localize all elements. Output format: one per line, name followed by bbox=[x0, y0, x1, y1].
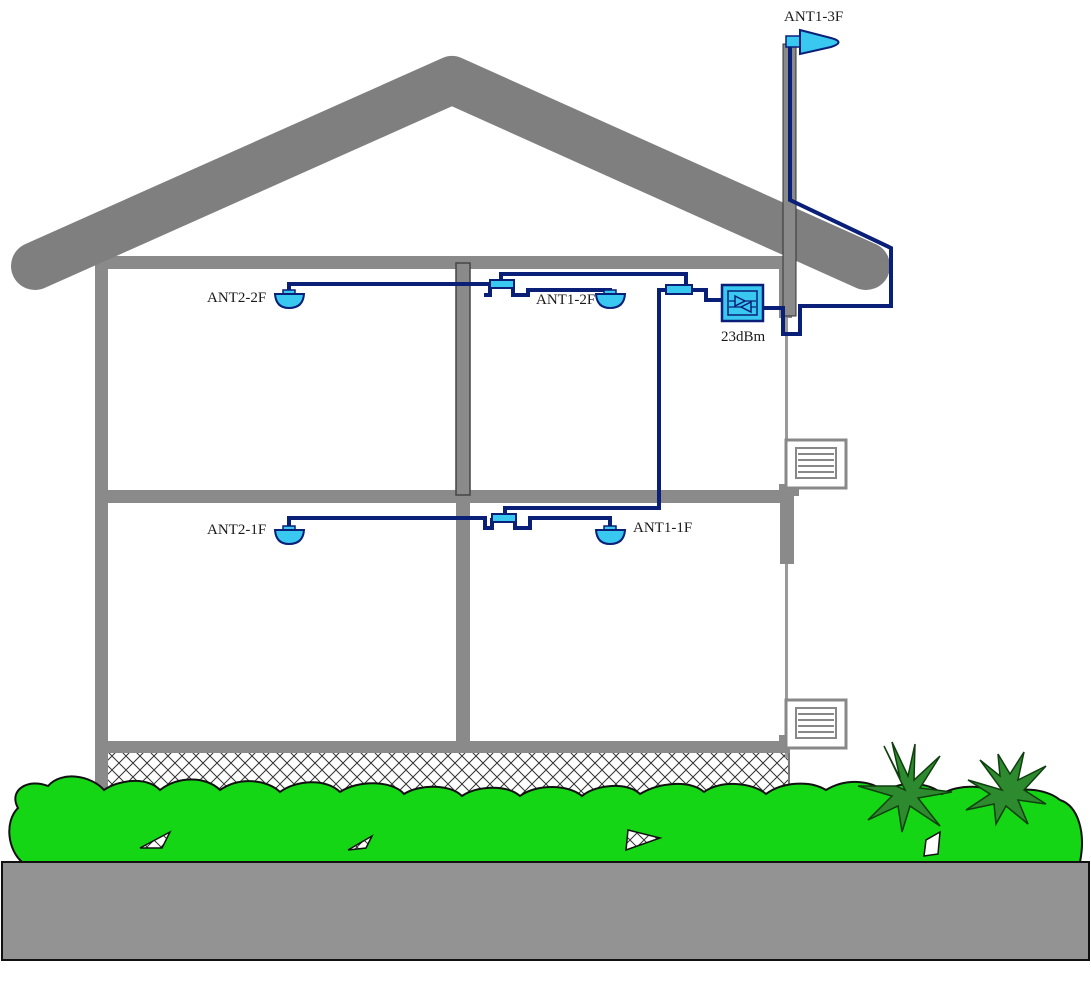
coax-cables bbox=[287, 38, 893, 530]
cable-amp-out bbox=[762, 306, 785, 318]
splitter-2f-main bbox=[665, 284, 693, 295]
cable-trunk bbox=[503, 288, 668, 514]
ceiling-beam bbox=[100, 256, 785, 269]
ant2-2f-icon bbox=[273, 289, 306, 310]
ant1-2f-icon bbox=[594, 289, 627, 310]
label-ant1-3f: ANT1-3F bbox=[784, 9, 843, 25]
spiky-plant-left bbox=[857, 741, 953, 833]
floor-beam bbox=[100, 490, 790, 503]
ant2-1f-icon bbox=[273, 525, 306, 546]
splitter-1f bbox=[491, 513, 517, 523]
label-ant2-2f: ANT2-2F bbox=[207, 290, 266, 306]
left-wall bbox=[95, 262, 108, 792]
cable-2f-west bbox=[287, 282, 490, 292]
amplifier bbox=[720, 283, 765, 323]
lower-center-post bbox=[456, 502, 470, 742]
foliage bbox=[8, 775, 1083, 863]
ground-floor-beam bbox=[95, 741, 790, 753]
upper-center-post bbox=[455, 262, 471, 496]
label-ant2-1f: ANT2-1F bbox=[207, 522, 266, 538]
ground-slab bbox=[1, 861, 1090, 961]
wall-vent-upper bbox=[784, 438, 848, 490]
cable-1f-west bbox=[287, 516, 494, 530]
outdoor-antenna-icon bbox=[785, 28, 840, 56]
cable-2f-main bbox=[499, 272, 688, 288]
splitter-2f bbox=[489, 279, 515, 289]
wall-vent-lower bbox=[784, 698, 848, 750]
roof bbox=[11, 56, 890, 290]
label-ant1-2f: ANT1-2F bbox=[536, 292, 595, 308]
spiky-plant-right bbox=[965, 751, 1047, 827]
cable-amp-in bbox=[692, 288, 722, 302]
ant1-1f-icon bbox=[594, 525, 627, 546]
label-ant1-1f: ANT1-1F bbox=[633, 520, 692, 536]
house-structure bbox=[11, 56, 890, 803]
label-amplifier-power: 23dBm bbox=[721, 329, 766, 345]
cable-1f-east bbox=[513, 516, 612, 530]
cable-ant1-3f bbox=[781, 38, 893, 336]
